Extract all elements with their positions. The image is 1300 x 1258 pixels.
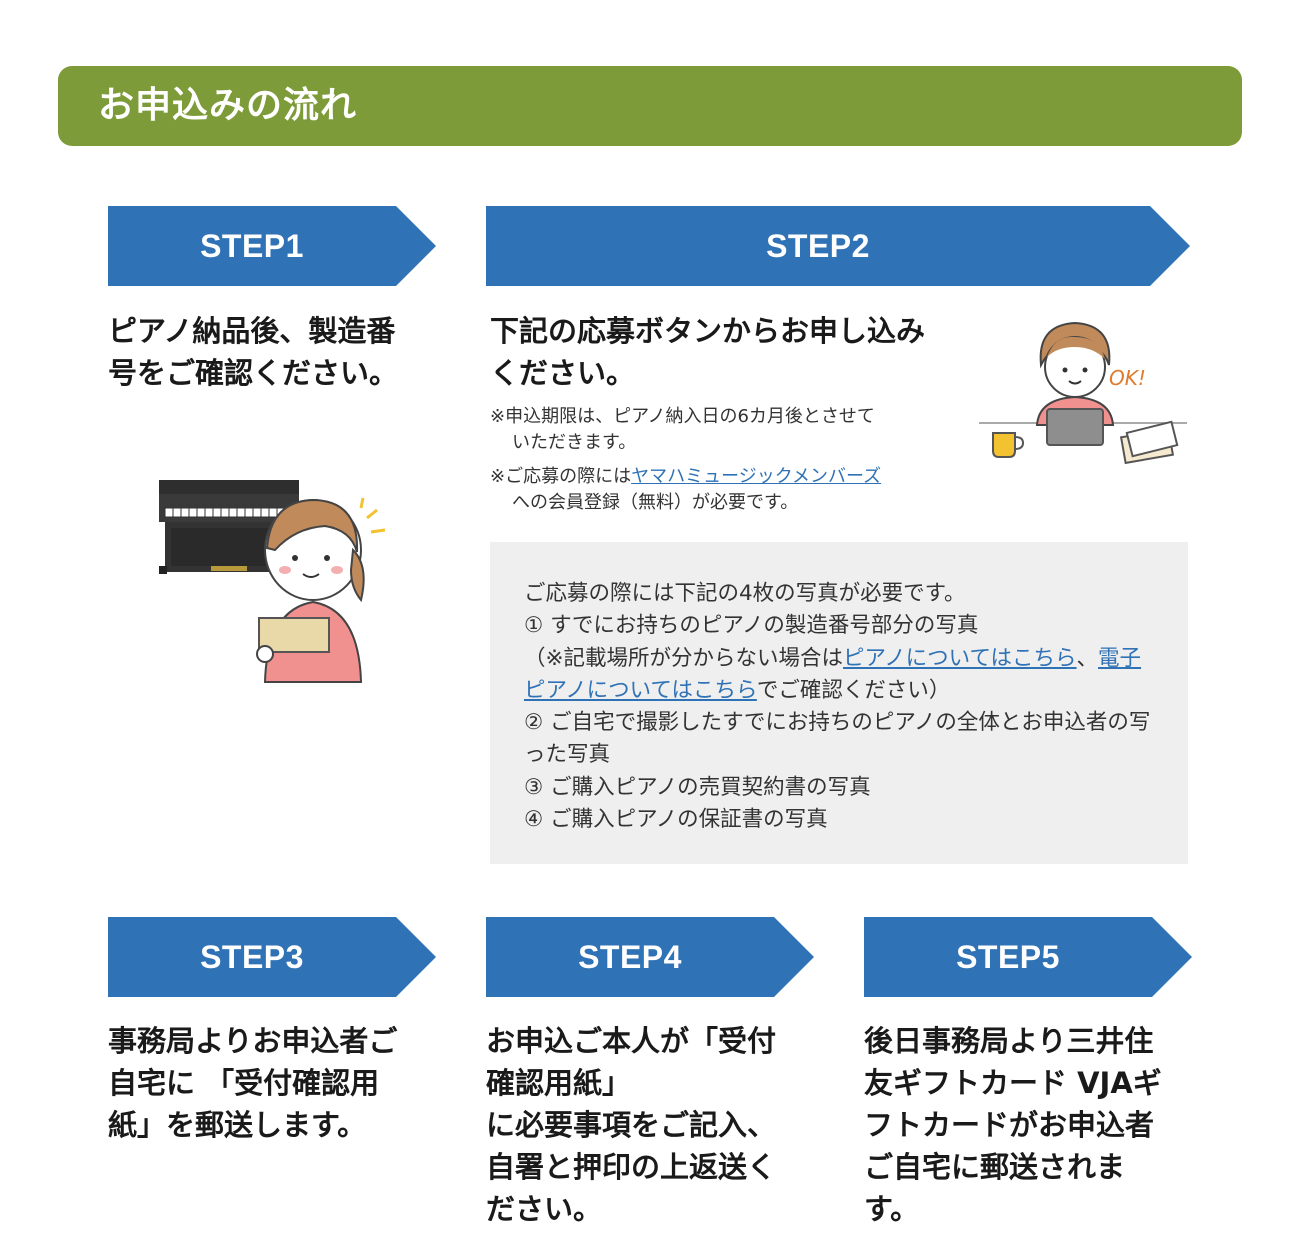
photo-item-3: ③ ご購入ピアノの売買契約書の写真 — [524, 774, 871, 800]
step2-banner: STEP2 — [486, 206, 1190, 286]
photo-item-2: ② ご自宅で撮影したすでにお持ちのピアノの全体とお申込者の写った写真 — [524, 710, 1151, 768]
step5-label: STEP5 — [956, 939, 1060, 975]
step5-text: 後日事務局より三井住 友ギフトカード VJAギ フトカードがお申込者 ご自宅に郵… — [864, 1024, 1162, 1226]
section-header: お申込みの流れ — [58, 66, 1242, 146]
photo-item-4: ④ ご購入ピアノの保証書の写真 — [524, 807, 828, 833]
step3-banner: STEP3 — [108, 917, 436, 997]
required-photos-box: ご応募の際には下記の4枚の写真が必要です。 ① すでにお持ちのピアノの製造番号部… — [490, 542, 1188, 864]
photo-item-1: ① すでにお持ちのピアノの製造番号部分の写真 — [524, 613, 979, 639]
step2-register-note: ※ご応募の際にはヤマハミュージックメンバーズ への会員登録（無料）が必要です。 — [490, 466, 882, 513]
yamaha-music-members-link[interactable]: ヤマハミュージックメンバーズ — [631, 466, 882, 487]
step2-text: 下記の応募ボタンからお申し込み ください。 — [490, 314, 926, 390]
laptop-woman-illustration: OK! — [979, 321, 1187, 465]
step2-label: STEP2 — [766, 228, 870, 264]
step4-banner: STEP4 — [486, 917, 814, 997]
piano-info-link[interactable]: ピアノについてはこちら — [843, 645, 1077, 671]
step1-banner: STEP1 — [108, 206, 436, 286]
step4-label: STEP4 — [578, 939, 682, 975]
step1-label: STEP1 — [200, 228, 304, 264]
step1-text: ピアノ納品後、製造番 号をご確認ください。 — [108, 314, 399, 390]
step3-label: STEP3 — [200, 939, 304, 975]
piano-woman-illustration — [159, 480, 386, 683]
step3-text: 事務局よりお申込者ご 自宅に 「受付確認用 紙」を郵送します。 — [108, 1024, 398, 1142]
step2-deadline-note: ※申込期限は、ピアノ納入日の6カ月後とさせて いただきます。 — [490, 406, 875, 453]
step4-text: お申込ご本人が「受付 確認用紙」 に必要事項をご記入、 自署と押印の上返送く だ… — [486, 1024, 777, 1226]
ok-text: OK! — [1109, 366, 1146, 390]
photo-item-1-note: （※記載場所が分からない場合はピアノについてはこちら、電子ピアノについてはこちら… — [524, 645, 1142, 703]
section-title: お申込みの流れ — [98, 85, 358, 126]
photos-intro: ご応募の際には下記の4枚の写真が必要です。 — [524, 581, 966, 606]
step5-banner: STEP5 — [864, 917, 1192, 997]
digital-piano-info-link[interactable]: 電子ピアノについてはこちら — [524, 645, 1142, 703]
